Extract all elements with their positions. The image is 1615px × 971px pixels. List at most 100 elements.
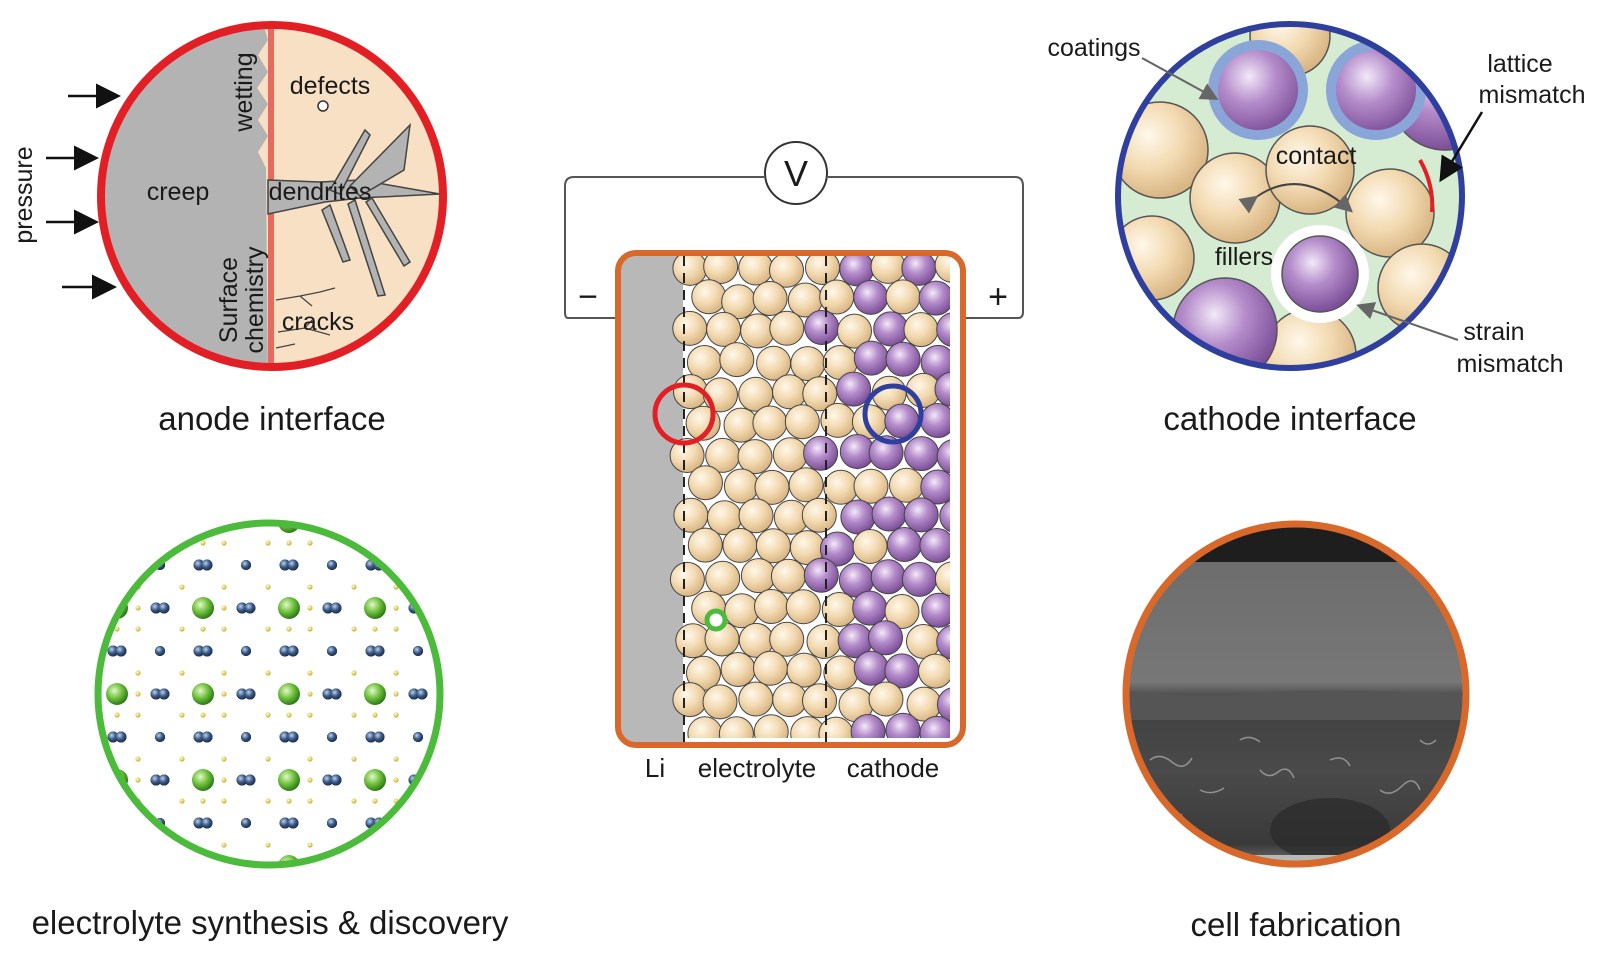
medium-atom [30,646,41,657]
small-atom [221,454,226,459]
electrolyte-particle [802,683,837,719]
cathode-particle [873,311,909,347]
large-atom [536,855,558,877]
electrolyte-particle [724,593,760,629]
small-atom [179,798,185,804]
medium-atom [585,732,595,742]
medium-atom [22,560,33,571]
small-atom [28,626,33,631]
electrolyte-particle [823,469,859,505]
medium-atom [495,431,506,442]
medium-atom [322,688,334,700]
medium-atom [499,646,509,656]
medium-atom [452,818,463,829]
medium-atom [241,646,251,656]
medium-atom [499,474,509,484]
large-atom [278,769,300,791]
medium-atom [546,646,557,657]
medium-atom [241,474,251,484]
small-atom [49,454,54,459]
medium-atom [158,860,170,865]
medium-atom [538,646,549,657]
plus-terminal-label: + [988,278,1008,316]
small-atom [49,498,54,503]
small-atom [7,540,12,545]
small-atom [286,626,292,632]
medium-atom [194,474,205,485]
large-atom [450,511,472,533]
small-atom [523,670,528,675]
large-atom [450,683,472,705]
medium-atom [288,388,299,399]
electrolyte-particle [705,560,741,596]
medium-atom [65,775,76,786]
medium-atom [107,731,119,743]
medium-atom [323,947,334,958]
small-atom [437,842,440,848]
small-atom [49,519,54,524]
medium-atom [373,731,385,743]
medium-atom [322,860,334,865]
medium-atom [22,474,33,485]
medium-atom [495,775,506,786]
small-atom [49,626,54,631]
small-atom [200,798,206,804]
small-atom [372,626,378,632]
medium-atom [116,388,127,399]
medium-atom [460,646,471,657]
medium-atom [538,818,549,829]
cathode-particle [921,592,950,628]
lattice-mismatch-marker [1418,159,1435,213]
large-atom [278,597,300,619]
medium-atom [546,560,557,571]
small-atom [479,433,484,438]
medium-atom [236,688,248,700]
medium-atom [150,523,162,528]
small-atom [93,498,98,503]
medium-atom [413,388,423,398]
electrolyte-particle [673,497,709,533]
electrolyte-particle [903,312,939,348]
large-atom [106,523,128,533]
electrolyte-label: electrolyte [698,753,817,783]
medium-atom [241,474,251,484]
small-atom [479,691,484,696]
medium-atom [69,560,79,570]
cathode-particle [853,340,889,376]
medium-atom [245,947,256,958]
small-atom [221,798,227,804]
medium-atom [460,732,471,743]
small-atom [479,756,484,761]
cathode-label: cathode [847,753,940,783]
coatings-pointer [1141,57,1219,100]
medium-atom [366,474,377,485]
medium-atom [69,732,79,742]
small-atom [98,842,99,848]
medium-atom [416,860,428,865]
medium-atom [30,818,41,829]
small-atom [544,454,549,459]
medium-atom [585,388,595,398]
small-atom [393,454,398,459]
small-atom [98,626,99,632]
large-atom [278,941,300,963]
medium-atom [330,602,342,614]
sem-texture [1149,736,1437,822]
medium-atom [115,559,127,571]
large-atom [20,597,42,619]
medium-atom [495,775,506,786]
electrolyte-particle [837,313,872,349]
medium-atom [193,817,205,829]
small-atom [135,523,141,525]
medium-atom [460,474,471,485]
small-atom [393,842,399,848]
fabrication-caption: cell fabrication [1191,906,1402,943]
small-atom [307,712,313,718]
small-atom [479,777,484,782]
large-atom [20,941,42,963]
medium-atom [327,732,337,742]
small-atom [135,454,140,459]
electrolyte-particle [691,279,727,315]
cathode-particle [936,687,950,722]
small-atom [565,756,570,761]
